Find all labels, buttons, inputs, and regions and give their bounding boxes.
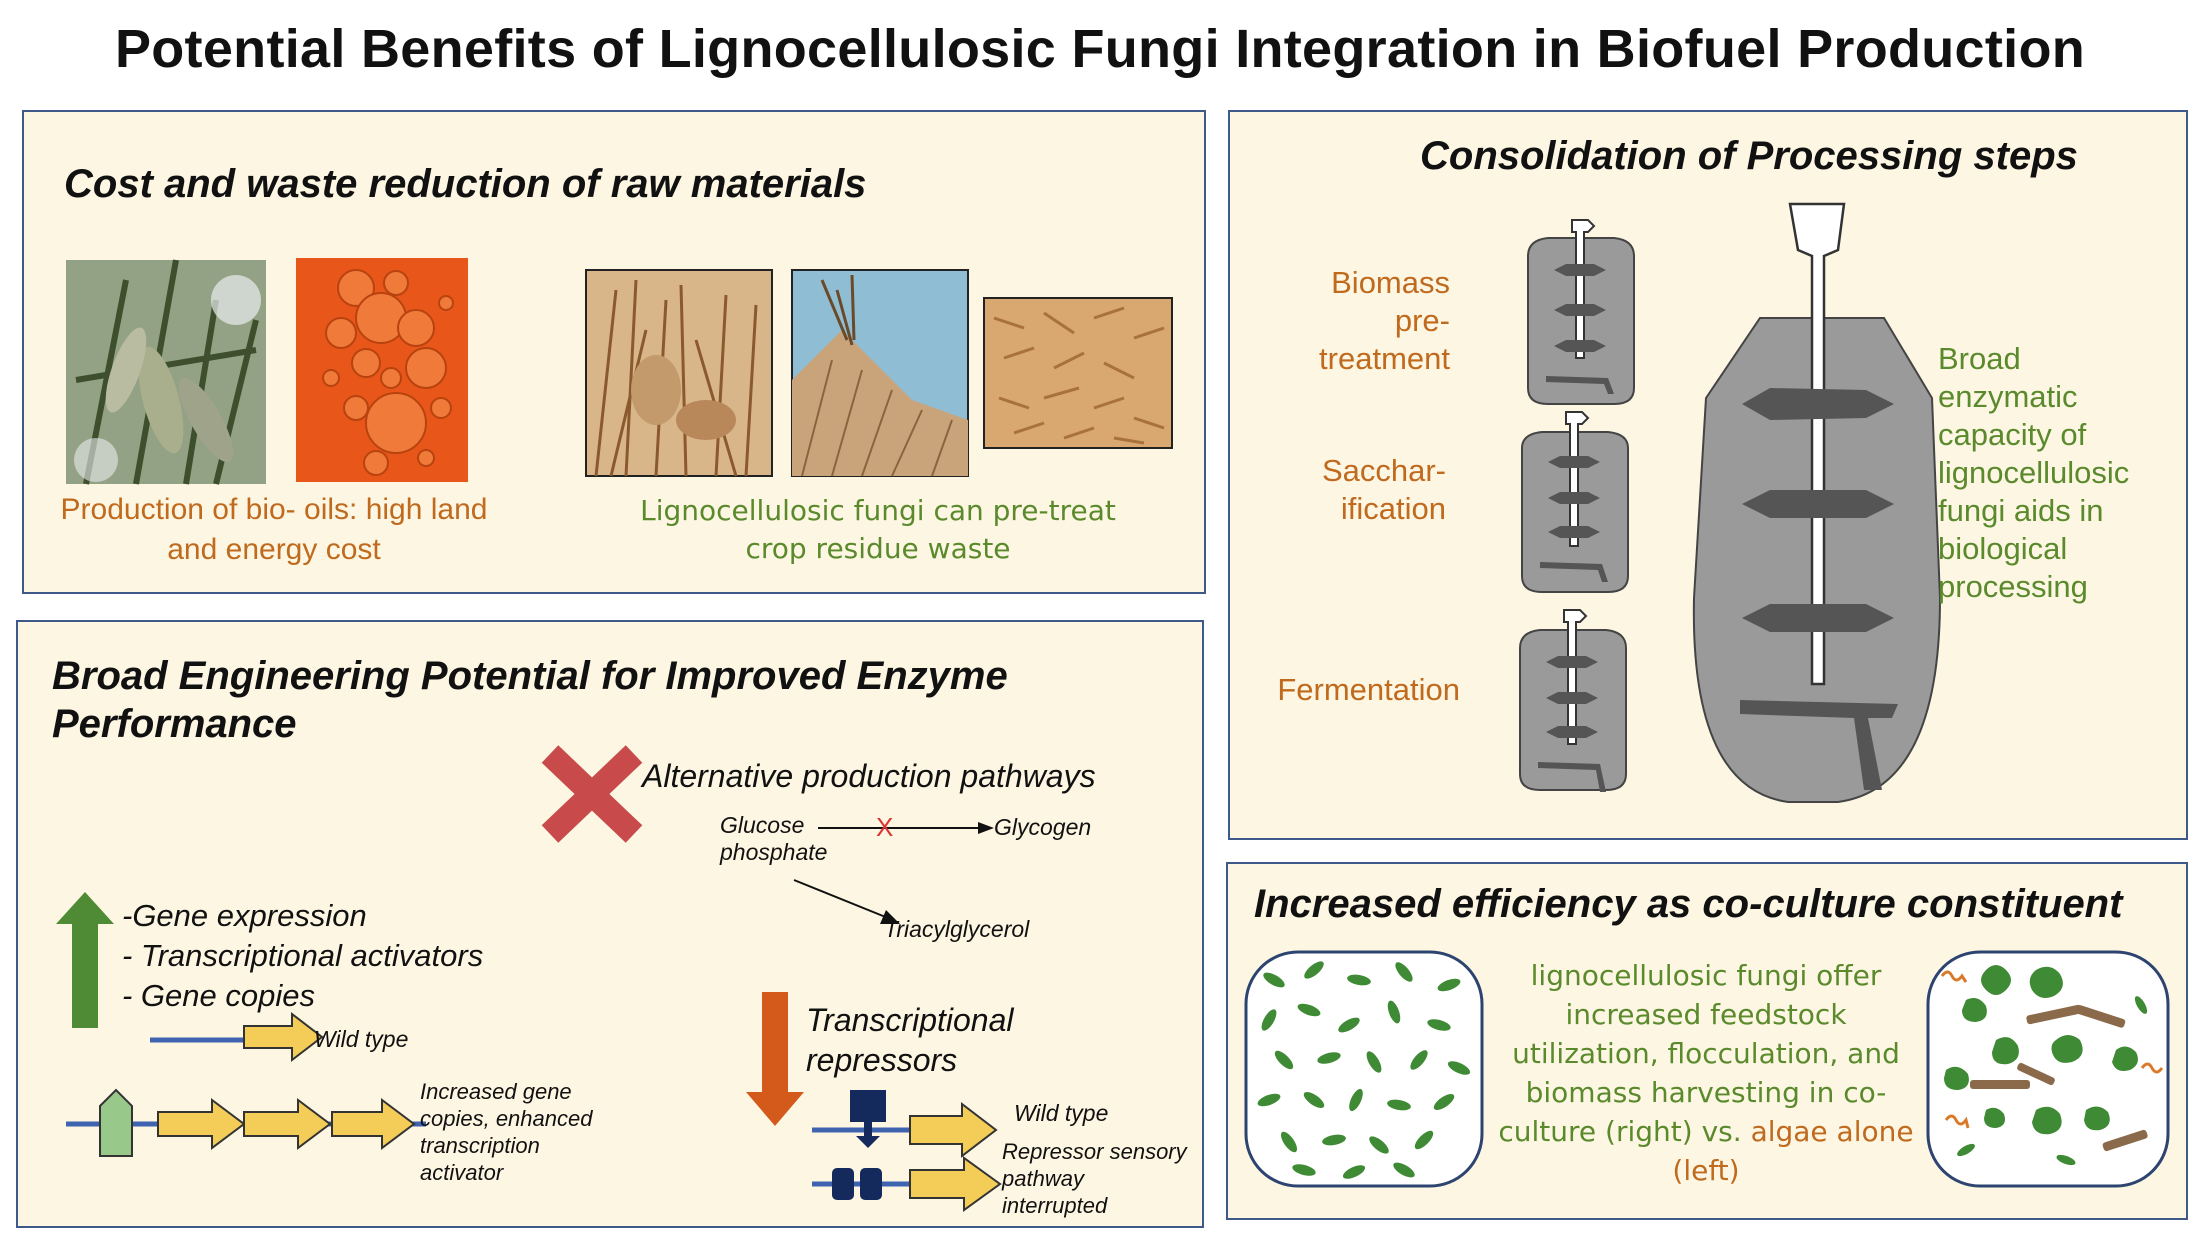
- panel-cost-heading: Cost and waste reduction of raw material…: [64, 162, 867, 206]
- increased-copies-gene-diagram: [66, 1088, 426, 1157]
- bioreactor-small-2: [1521, 411, 1629, 593]
- wild-type-label-1: Wild type: [314, 1026, 409, 1052]
- bio-oil-caption: Production of bio- oils: high land and e…: [60, 493, 488, 566]
- downregulation-arrow-icon: [746, 992, 804, 1126]
- panel-cost-waste: Cost and waste reduction of raw material…: [22, 110, 1206, 594]
- panel-coculture-heading: Increased efficiency as co-culture const…: [1254, 882, 2123, 926]
- crop-residue-image-3: [983, 297, 1173, 449]
- transcriptional-repressors-label: Transcriptional repressors: [806, 1002, 1014, 1078]
- step-saccharification: Sacchar-ification: [1321, 453, 1446, 526]
- bioreactor-small-3: [1519, 609, 1627, 792]
- glucose-phosphate-label: Glucose phosphate: [720, 812, 828, 865]
- repressor-interrupted-label: Repressor sensory pathway interrupted: [1002, 1139, 1187, 1218]
- upregulation-item-3: - Gene copies: [122, 978, 315, 1013]
- panel-consolidation-heading: Consolidation of Processing steps: [1420, 134, 2078, 178]
- increased-copies-label: Increased gene copies, enhanced transcri…: [420, 1079, 593, 1185]
- crop-residue-image-2: [791, 269, 969, 477]
- figure-title: Potential Benefits of Lignocellulosic Fu…: [114, 19, 2086, 79]
- panel-engineering: Broad Engineering Potential for Improved…: [16, 620, 1204, 1228]
- red-x-icon: [541, 745, 643, 843]
- bioreactor-large-consolidated: [1692, 202, 1942, 803]
- coculture-caption: lignocellulosic fungi offer increased fe…: [1496, 956, 1916, 1190]
- panel-coculture: Increased efficiency as co-culture const…: [1226, 862, 2188, 1220]
- repressor-wild-type-diagram: [812, 1090, 998, 1159]
- repressor-interrupted-diagram: [812, 1156, 1002, 1212]
- glucose-to-tag-arrow: [793, 879, 900, 924]
- alt-pathways-label: Alternative production pathways: [642, 758, 1096, 794]
- bio-oil-droplets-image: [296, 258, 468, 482]
- crop-residue-caption: Lignocellulosic fungi can pre-treat crop…: [640, 494, 1116, 565]
- triacylglycerol-label: Triacylglycerol: [884, 916, 1030, 942]
- blocked-reaction-mark: X: [876, 812, 894, 842]
- upregulation-item-1: -Gene expression: [122, 898, 367, 933]
- glycogen-label: Glycogen: [994, 814, 1092, 840]
- step-fermentation: Fermentation: [1277, 672, 1460, 707]
- bioreactor-small-1: [1527, 219, 1635, 405]
- fungi-algae-coculture: [1926, 950, 2170, 1188]
- step-biomass-pretreatment: Biomass pre-treatment: [1319, 265, 1450, 376]
- coculture-caption-green: lignocellulosic fungi offer increased fe…: [1498, 959, 1900, 1148]
- crop-residue-image-1: [585, 269, 773, 477]
- wild-type-label-2: Wild type: [1014, 1100, 1109, 1126]
- panel-engineering-heading: Broad Engineering Potential for Improved…: [52, 654, 1008, 746]
- soybean-plant-image: [66, 259, 266, 485]
- wild-type-gene-diagram: [150, 1011, 324, 1063]
- coculture-caption-orange: algae alone (left): [1672, 1115, 1914, 1187]
- enzymatic-capacity-note: Broad enzymatic capacity of lignocellulo…: [1938, 341, 2130, 604]
- algae-alone-culture: [1244, 950, 1484, 1188]
- upregulation-item-2: - Transcriptional activators: [122, 938, 484, 973]
- panel-consolidation: Consolidation of Processing steps Biomas…: [1228, 110, 2188, 840]
- glucose-to-glycogen-arrow: [818, 822, 994, 834]
- upregulation-arrow-icon: [56, 892, 114, 1028]
